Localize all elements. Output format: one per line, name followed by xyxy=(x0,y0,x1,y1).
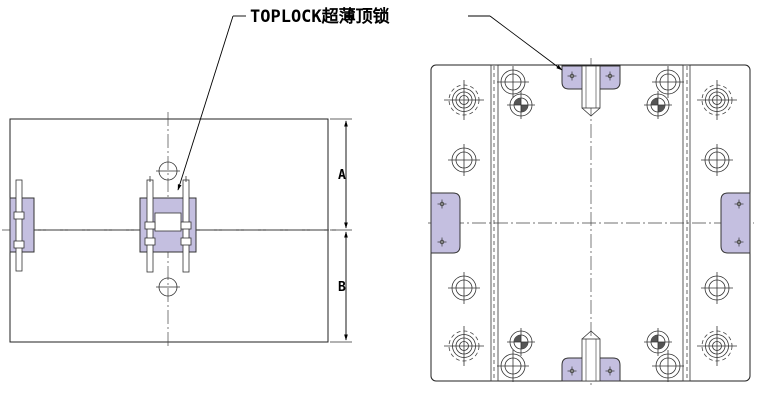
toplock-side-left xyxy=(9,179,35,272)
pin-top-right-inner xyxy=(651,65,685,99)
toplock-bottom xyxy=(561,330,621,382)
pin-right-lower xyxy=(700,271,734,305)
screw-top-left xyxy=(443,79,485,121)
screw-top-right xyxy=(696,79,738,121)
pin-top-left-inner xyxy=(496,65,530,99)
locator-bottom-left xyxy=(506,327,536,357)
toplock-side-center xyxy=(139,176,197,273)
toplock-left xyxy=(430,192,461,254)
screw-bottom-left xyxy=(443,325,485,367)
pin-bottom-left-inner xyxy=(496,349,530,383)
toplock-right xyxy=(720,192,751,254)
plan-view xyxy=(428,58,754,388)
pin-bottom-right-inner xyxy=(651,349,685,383)
pin-right-upper xyxy=(700,143,734,177)
screw-bottom-right xyxy=(696,325,738,367)
pin-left-lower xyxy=(447,271,481,305)
dimension-b-label: B xyxy=(338,280,346,295)
locator-top-left xyxy=(506,90,536,120)
pin-left-upper xyxy=(447,143,481,177)
callout-leaders xyxy=(177,15,563,191)
toplock-callout-label: TOPLOCK超薄顶锁 xyxy=(250,6,390,27)
dimension-a-label: A xyxy=(338,168,346,183)
side-view: A B xyxy=(2,112,352,348)
dimension-lines xyxy=(330,118,352,343)
toplock-top xyxy=(561,65,621,117)
